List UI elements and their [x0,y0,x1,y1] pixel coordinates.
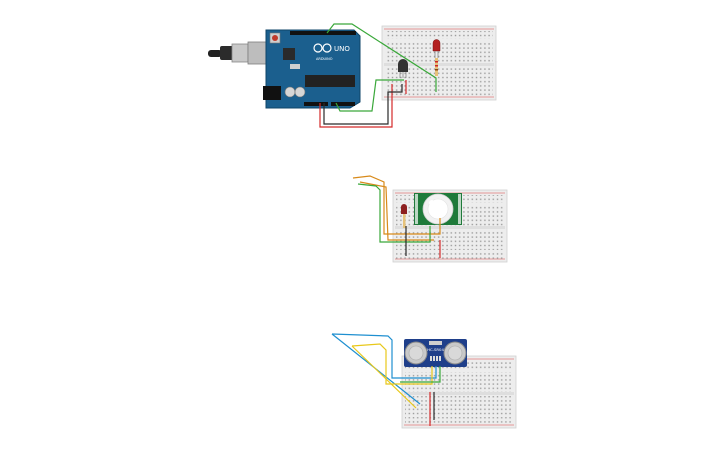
ultrasonic-label: HC-SR04 [427,347,444,352]
wire-green[interactable] [400,366,441,383]
arduino-uno-board[interactable]: UNO ARDUINO [263,29,361,109]
ultrasonic-sensor[interactable]: HC-SR04 [404,339,467,367]
wire-blue[interactable] [331,333,437,379]
power-jack[interactable] [263,86,281,100]
capacitor [294,86,306,98]
pir-motion-sensor[interactable] [414,193,462,225]
crystal [290,64,300,69]
led[interactable] [401,204,407,228]
usb-cable[interactable] [208,41,269,65]
arduino-brand-text: ARDUINO [316,57,333,61]
wire-orange[interactable] [352,175,441,235]
analog-header[interactable] [331,102,355,106]
wire-yellow-orange[interactable] [359,181,434,241]
wire-black-ground[interactable] [323,84,403,125]
circuit-ultrasonic-sensor: HC-SR04 [331,333,517,429]
reset-button[interactable] [269,32,281,44]
circuit-arduino-led: UNO ARDUINO [208,23,497,128]
digital-header[interactable] [290,31,356,35]
arduino-logo-icon [313,43,332,53]
led[interactable] [432,39,441,58]
transistor[interactable] [398,59,408,78]
wire-yellow-diag[interactable] [351,345,417,409]
wire-green-bottom[interactable] [335,79,404,112]
breadboard-3[interactable] [401,355,517,429]
arduino-logo-text: UNO [334,45,350,53]
capacitor [284,86,296,98]
wire-green-signal[interactable] [326,23,437,92]
resistor[interactable] [435,58,438,76]
smd-chip [283,48,295,60]
wire-green-pir[interactable] [357,183,431,243]
wire-yellow[interactable] [351,343,433,385]
wire-red-power[interactable] [319,84,393,128]
microcontroller-chip [305,75,355,87]
circuit-pir-sensor [352,175,508,263]
breadboard-1[interactable] [381,25,497,101]
power-header[interactable] [304,102,328,106]
